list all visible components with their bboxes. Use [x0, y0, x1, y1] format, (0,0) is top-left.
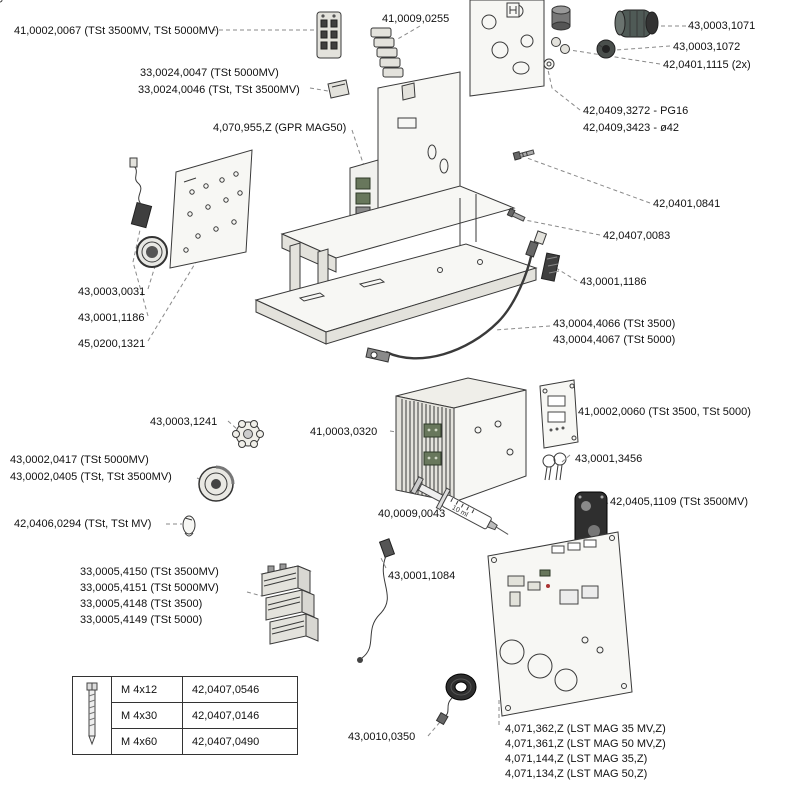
round-connector-small	[596, 39, 616, 59]
label-43-0010-0350: 43,0010,0350	[348, 731, 416, 743]
label-42-0409-3272: 42,0409,3272 - PG16	[583, 105, 689, 117]
ferrite-ring	[435, 673, 477, 726]
label-43-0001-1186-left: 43,0001,1186	[78, 312, 145, 324]
plug-with-wire-left	[129, 157, 153, 229]
label-4-071-144-z: 4,071,144,Z (LST MAG 35,Z)	[505, 753, 648, 765]
label-43-0003-1072: 43,0003,1072	[673, 41, 741, 53]
label-33-0005-4149: 33,0005,4149 (TSt 5000)	[80, 614, 203, 626]
label-42-0406-0294: 42,0406,0294 (TSt, TSt MV)	[14, 518, 152, 530]
label-33-0005-4150: 33,0005,4150 (TSt 3500MV)	[80, 566, 219, 578]
screw-icon	[72, 676, 112, 755]
pcb-small	[539, 379, 579, 449]
label-43-0001-1186-right: 43,0001,1186	[580, 276, 647, 288]
knob	[198, 465, 235, 502]
fastener-table: M 4x12 42,0407,0546 M 4x30 42,0407,0146 …	[72, 676, 298, 755]
label-42-0405-1109: 42,0405,1109 (TSt 3500MV)	[610, 496, 748, 508]
syringe: 10 ml	[410, 476, 509, 535]
round-connector-large	[614, 9, 659, 38]
plug-right	[533, 230, 561, 282]
label-42-0401-1115: 42,0401,1115 (2x)	[663, 59, 751, 71]
label-43-0004-4067: 43,0004,4067 (TSt 5000)	[553, 334, 676, 346]
label-43-0002-0417: 43,0002,0417 (TSt 5000MV)	[10, 454, 149, 466]
label-41-0003-0320: 41,0003,0320	[310, 426, 378, 438]
fastener-part: 42,0407,0146	[182, 702, 298, 729]
grommet	[182, 515, 196, 537]
table-row: M 4x12 42,0407,0546	[72, 676, 298, 755]
star-wheel	[232, 420, 264, 448]
label-4-070-955-z: 4,070,955,Z (GPR MAG50)	[213, 122, 347, 134]
label-43-0003-0031: 43,0003,0031	[78, 286, 146, 298]
fastener-part: 42,0407,0490	[182, 728, 298, 755]
lock-nuts	[551, 37, 570, 54]
screw-mid	[506, 207, 526, 222]
fastener-part: 42,0407,0546	[182, 676, 298, 703]
screw-top	[512, 149, 535, 161]
label-43-0003-1241: 43,0003,1241	[150, 416, 218, 428]
sense-cable	[357, 538, 396, 663]
label-41-0002-0067: 41,0002,0067 (TSt 3500MV, TSt 5000MV)	[14, 25, 219, 37]
label-41-0009-0255: 41,0009,0255	[382, 13, 450, 25]
label-4-071-134-z: 4,071,134,Z (LST MAG 50,Z)	[505, 768, 648, 780]
fastener-size: M 4x12	[111, 676, 183, 703]
label-40-0009-0043: 40,0009,0043	[378, 508, 446, 520]
rear-panel	[469, 0, 545, 97]
label-43-0004-4066: 43,0004,4066 (TSt 3500)	[553, 318, 676, 330]
label-43-0001-1084: 43,0001,1084	[388, 570, 456, 582]
pcb-large	[487, 531, 633, 717]
connector-strip	[370, 27, 404, 78]
label-4-071-361-z: 4,071,361,Z (LST MAG 50 MV,Z)	[505, 738, 666, 750]
cable-grommet	[543, 58, 555, 70]
label-33-0005-4151: 33,0005,4151 (TSt 5000MV)	[80, 582, 219, 594]
label-43-0002-0405: 43,0002,0405 (TSt, TSt 3500MV)	[10, 471, 172, 483]
chassis-frame	[0, 0, 538, 345]
small-bracket	[327, 79, 350, 99]
ground-cable	[365, 240, 539, 363]
label-42-0409-3423: 42,0409,3423 - ø42	[583, 122, 680, 134]
transformer-stack	[260, 563, 319, 645]
label-43-0003-1071: 43,0003,1071	[688, 20, 756, 32]
label-4-071-362-z: 4,071,362,Z (LST MAG 35 MV,Z)	[505, 723, 666, 735]
side-panel	[169, 149, 253, 269]
label-42-0401-0841: 42,0401,0841	[653, 198, 721, 210]
round-cap	[136, 236, 168, 268]
label-43-0001-3456: 43,0001,3456	[575, 453, 643, 465]
connector-block	[316, 11, 342, 59]
label-33-0024-0047: 33,0024,0047 (TSt 5000MV)	[140, 67, 279, 79]
table-row: M 4x60 42,0407,0490	[73, 728, 298, 755]
label-33-0024-0046: 33,0024,0046 (TSt, TSt 3500MV)	[138, 84, 300, 96]
fastener-size: M 4x30	[111, 702, 183, 729]
cylinder-connector	[551, 5, 571, 31]
label-41-0002-0060: 41,0002,0060 (TSt 3500, TSt 5000)	[578, 406, 751, 418]
wire-loops	[542, 452, 567, 481]
fastener-size: M 4x60	[111, 728, 183, 755]
label-33-0005-4148: 33,0005,4148 (TSt 3500)	[80, 598, 203, 610]
label-42-0407-0083: 42,0407,0083	[603, 230, 671, 242]
label-45-0200-1321: 45,0200,1321	[78, 338, 146, 350]
